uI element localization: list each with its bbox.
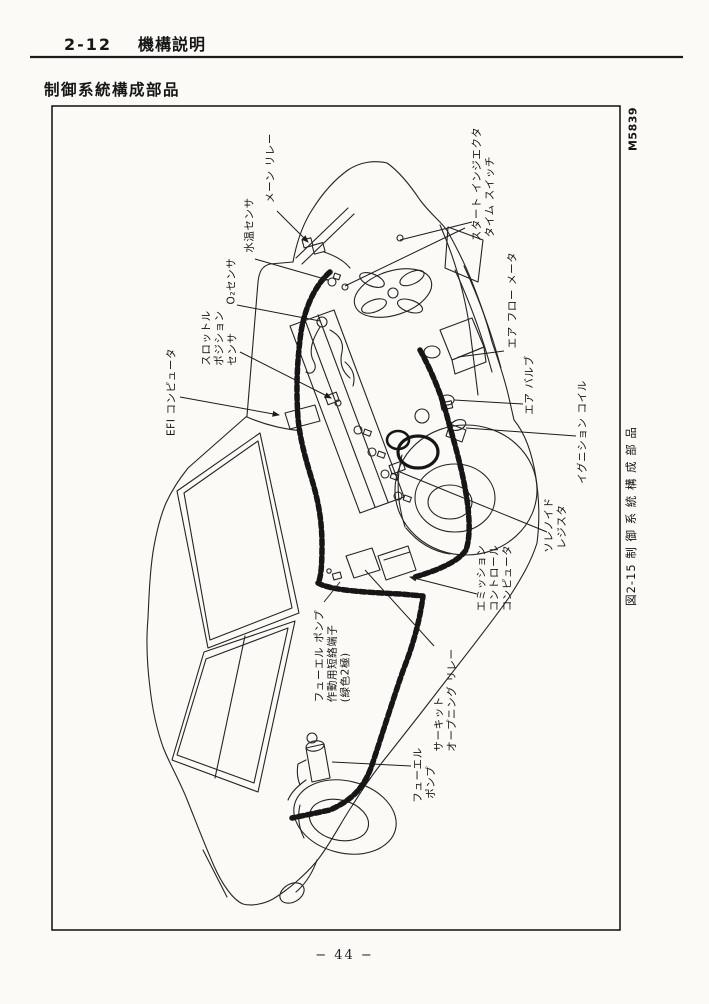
page-header: 2-12 機構説明 (64, 31, 206, 55)
label-start-injector-time-switch: スタート インジエクタ タイム スイッチ (471, 126, 496, 242)
page-number: − 44 − (315, 948, 374, 963)
label-air-valve: エア バルブ (523, 355, 536, 415)
label-fuel-pump: フューエル ポンプ (412, 747, 437, 803)
label-air-flow-meter: エア フロー メータ (506, 251, 519, 349)
label-emission-control-computer: エミッション コントロール コンピュータ (475, 544, 514, 612)
label-fuel-pump-terminal: フューエル ポンプ 作動用短絡端子 (緑色2極) (313, 609, 352, 703)
label-water-temp-sensor: 水温センサ (243, 197, 256, 253)
figure-caption: 図2-15 制 御 系 統 構 成 部 品 (624, 426, 638, 606)
label-efi-computer: EFI コンピュータ (165, 347, 178, 437)
figure-code: M5839 (626, 106, 640, 152)
label-main-relay: メーン リレー (264, 132, 277, 204)
label-o2-sensor: O₂センサ (225, 257, 238, 305)
section-number: 2-12 (64, 35, 113, 54)
section-title: 機構説明 (138, 35, 207, 54)
page-subtitle: 制御系統構成部品 (44, 81, 181, 99)
label-throttle-position-sensor: スロットル ポジション センサ (200, 310, 239, 366)
figure-frame (51, 105, 621, 931)
label-solenoid-resistor: ソレノイド レジスタ (543, 497, 568, 553)
label-circuit-opening-relay: サーキット オープニング リレー (433, 648, 458, 752)
label-ignition-coil: イグニション コイル (576, 380, 589, 484)
